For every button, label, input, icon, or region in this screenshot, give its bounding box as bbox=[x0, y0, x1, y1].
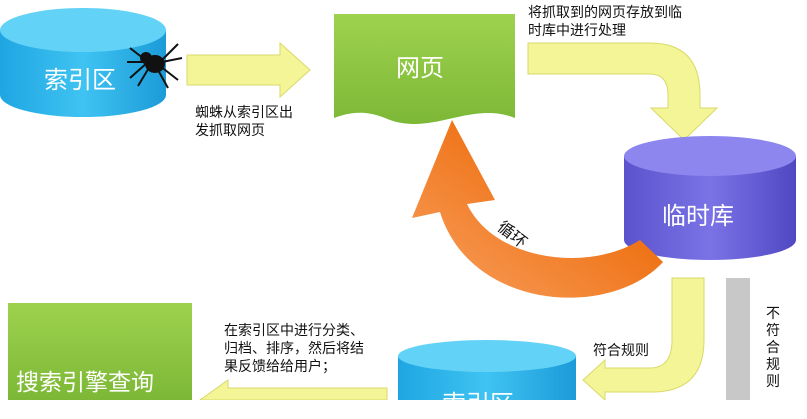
reject-arrow bbox=[726, 278, 750, 400]
store-note-line1: 将抓取到的网页存放到临 bbox=[528, 5, 682, 21]
search-engine-flow-diagram: 索引区 网页 临时库 索引区 搜索引擎查询 蜘蛛从索引区出 发抓取网页 将抓取到… bbox=[0, 4, 796, 400]
classify-note: 在索引区中进行分类、 归档、排序，然后将结 果反馈给给用户； bbox=[224, 322, 364, 376]
search-query-box bbox=[8, 303, 192, 400]
webpage-box bbox=[334, 14, 515, 124]
spider-note-line1: 蜘蛛从索引区出 bbox=[195, 105, 293, 121]
temp-store-db bbox=[624, 136, 796, 260]
match-rule-label: 符合规则 bbox=[593, 343, 649, 359]
temp-store-label: 临时库 bbox=[662, 202, 734, 230]
not-match-rule-label: 不符合规则 bbox=[766, 306, 780, 390]
arrow-to-webpage bbox=[186, 41, 311, 99]
store-note-line2: 时库中进行处理 bbox=[528, 23, 626, 39]
arrow-to-index-bottom bbox=[582, 277, 705, 400]
classify-note-line2: 归档、排序，然后将结 bbox=[224, 341, 364, 357]
webpage-label: 网页 bbox=[396, 54, 444, 82]
diagram-canvas bbox=[0, 8, 796, 400]
store-note: 将抓取到的网页存放到临 时库中进行处理 bbox=[528, 4, 682, 40]
index-bottom-db bbox=[398, 340, 576, 400]
search-query-label: 搜索引擎查询 bbox=[16, 370, 154, 396]
loop-arrow bbox=[412, 120, 663, 298]
arrow-to-temp-store bbox=[527, 42, 719, 141]
spider-note: 蜘蛛从索引区出 发抓取网页 bbox=[195, 104, 293, 140]
classify-note-line3: 果反馈给给用户； bbox=[224, 359, 336, 375]
spider-note-line2: 发抓取网页 bbox=[195, 123, 265, 139]
classify-note-line1: 在索引区中进行分类、 bbox=[224, 323, 364, 339]
arrow-to-search-query bbox=[199, 379, 388, 400]
index-top-label: 索引区 bbox=[44, 66, 116, 94]
spider-icon bbox=[127, 43, 183, 89]
index-top-db bbox=[0, 8, 166, 117]
index-bottom-label: 索引区 bbox=[442, 390, 514, 418]
